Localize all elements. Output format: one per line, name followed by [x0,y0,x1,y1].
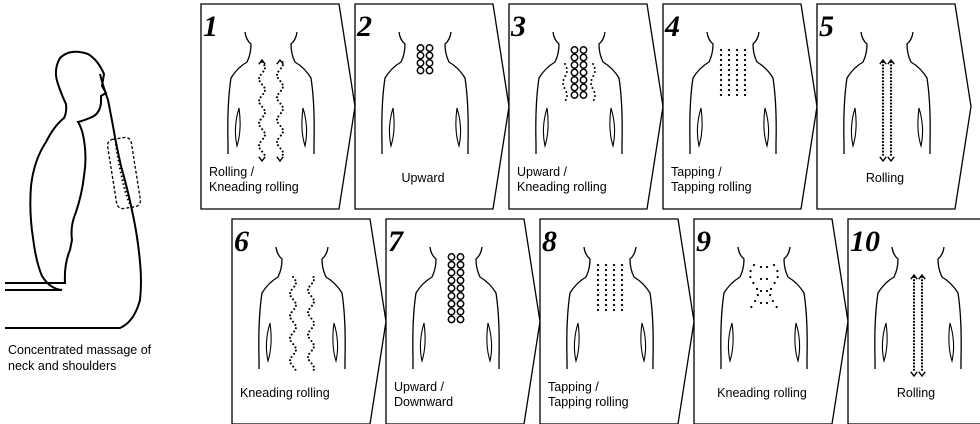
step-number: 1 [203,10,218,43]
step-label-line: Tapping / [671,165,722,179]
step-number: 4 [664,10,680,43]
step-number: 7 [388,225,404,258]
step-label-line: Kneading rolling [517,180,607,194]
caption-line-1: Concentrated massage of [8,342,151,358]
caption-line-2: neck and shoulders [8,358,151,374]
step-label-line: Kneading rolling [240,386,330,400]
step-label-line: Downward [394,395,453,409]
step-label-line: Upward / [394,380,445,394]
step-label-line: Tapping rolling [671,180,752,194]
step-number: 3 [510,10,526,43]
step-number: 6 [234,225,249,258]
step-label-line: Upward / [517,165,568,179]
step-number: 10 [850,225,880,258]
step-label-line: Kneading rolling [717,386,807,400]
side-profile-figure [5,52,141,328]
step-number: 5 [819,10,834,43]
step-number: 8 [542,225,557,258]
step-label-line: Tapping rolling [548,395,629,409]
step-label-line: Rolling / [209,165,255,179]
step-label-line: Kneading rolling [209,180,299,194]
step-label-line: Tapping / [548,380,599,394]
step-label-line: Upward [401,171,444,185]
step-number: 2 [356,10,372,43]
step-label-line: Rolling [866,171,904,185]
figure-caption: Concentrated massage of neck and shoulde… [8,342,151,374]
step-number: 9 [696,225,711,258]
step-label-line: Rolling [897,386,935,400]
